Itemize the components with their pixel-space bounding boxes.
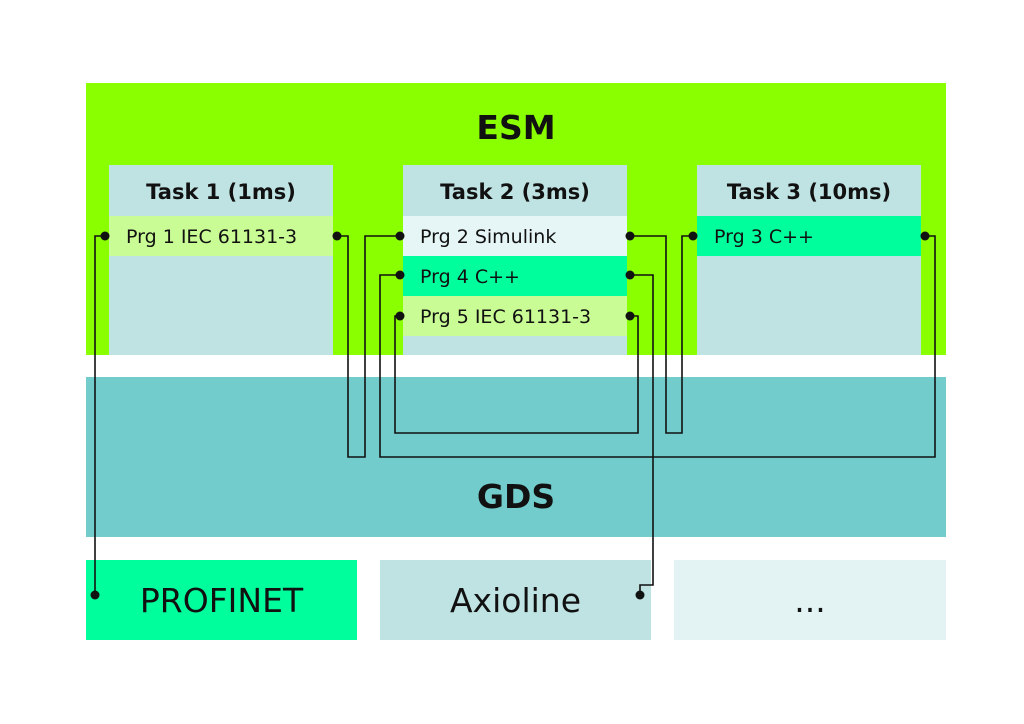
- prg-3: Prg 3 C++: [697, 216, 921, 256]
- task-1-box: Task 1 (1ms) Prg 1 IEC 61131-3: [109, 165, 333, 355]
- esm-title: ESM: [476, 108, 556, 147]
- connector-dot: [625, 270, 635, 280]
- connector-dot: [920, 231, 930, 241]
- connector-dot: [100, 231, 110, 241]
- axioline-box: Axioline: [380, 560, 651, 640]
- gds-title: GDS: [476, 477, 556, 516]
- wire-prg2-prg3: [630, 235, 693, 434]
- wire-prg3-prg4: [379, 235, 936, 458]
- wire-prg4-axioline: [630, 274, 654, 595]
- task-3-title: Task 3 (10ms): [726, 180, 892, 204]
- prg-4: Prg 4 C++: [403, 256, 627, 296]
- more-box: ...: [674, 560, 946, 640]
- wire-prg5-loop: [394, 315, 639, 434]
- task-2-title: Task 2 (3ms): [440, 180, 590, 204]
- connector-dot: [90, 590, 100, 600]
- connector-dot: [395, 270, 405, 280]
- profinet-box: PROFINET: [86, 560, 357, 640]
- connector-dot: [332, 231, 342, 241]
- task-1-title: Task 1 (1ms): [146, 180, 296, 204]
- task-2-box: Task 2 (3ms) Prg 2 Simulink Prg 4 C++ Pr…: [403, 165, 627, 355]
- wire-prg1-prg2: [337, 235, 400, 458]
- prg-1: Prg 1 IEC 61131-3: [109, 216, 333, 256]
- connector-dot: [688, 231, 698, 241]
- prg-2: Prg 2 Simulink: [403, 216, 627, 256]
- wire-prg1-profinet: [94, 235, 105, 595]
- connector-dot: [635, 590, 645, 600]
- task-3-box: Task 3 (10ms) Prg 3 C++: [697, 165, 921, 355]
- connector-dot: [625, 231, 635, 241]
- connector-dot: [625, 311, 635, 321]
- connector-dot: [395, 311, 405, 321]
- connector-dot: [395, 231, 405, 241]
- prg-5: Prg 5 IEC 61131-3: [403, 296, 627, 336]
